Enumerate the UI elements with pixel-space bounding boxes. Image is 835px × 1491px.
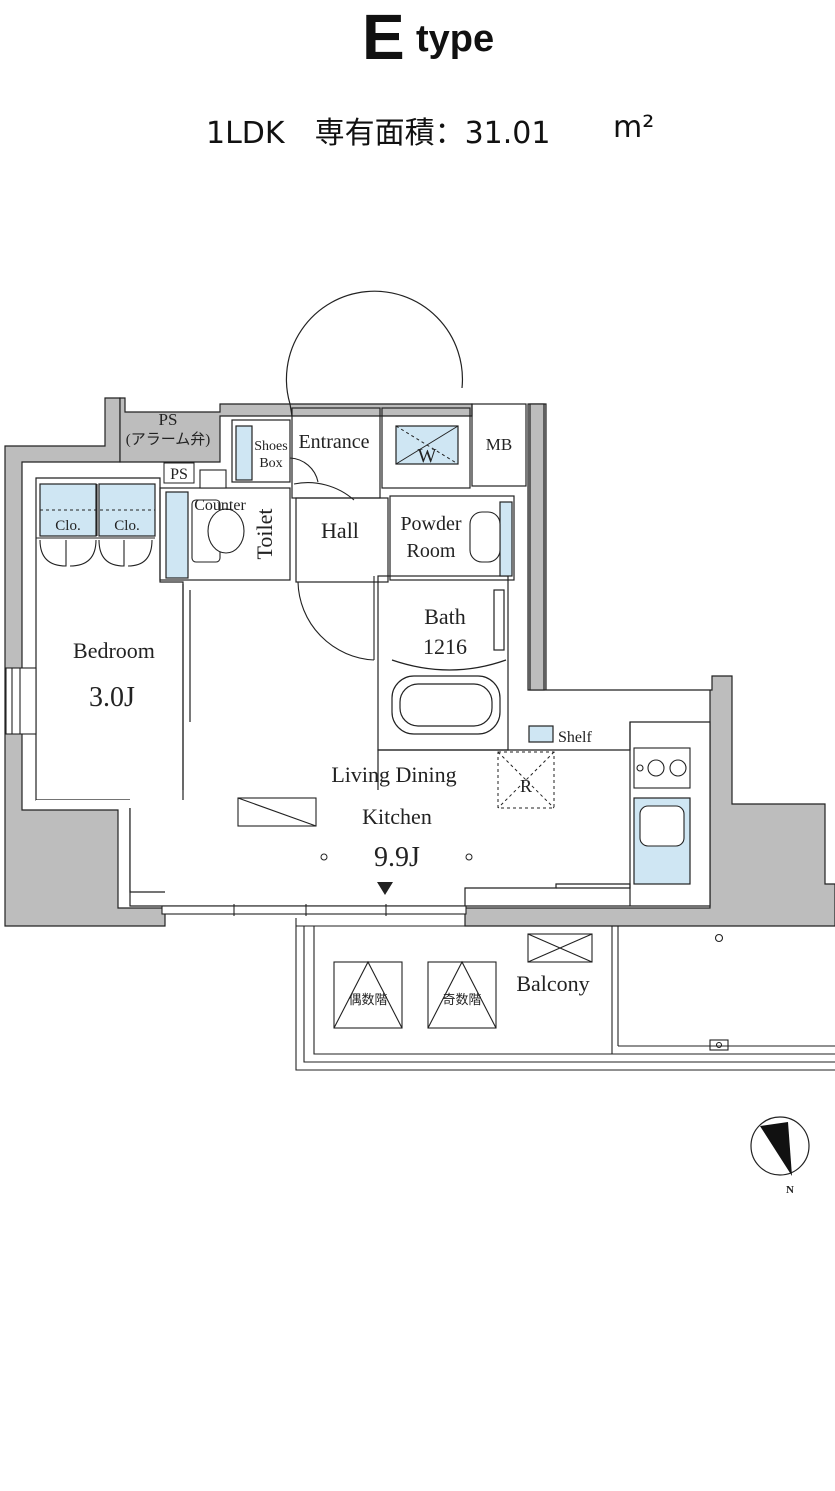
bath-size-label: 1216: [423, 634, 467, 659]
toilet-label: Toilet: [252, 508, 277, 559]
ps-top-label: PS: [159, 410, 178, 429]
mb-label: MB: [486, 435, 512, 454]
evacuation-hatch-even: [333, 960, 403, 1029]
ldk-size-label: 9.9J: [374, 842, 420, 873]
bedroom-window: [5, 667, 37, 735]
entry-arrow: [377, 882, 393, 895]
entrance-label: Entrance: [298, 431, 369, 453]
closet-1-label: Clo.: [55, 518, 80, 534]
sash-window: [161, 904, 467, 916]
shoes-box-label-1: Shoes: [254, 439, 287, 454]
area-label: 専有面積：: [314, 116, 465, 151]
room-labels: PS (アラーム弁) PS Shoes Box Entrance W MB Co…: [55, 410, 592, 1007]
shelf-box: [528, 725, 554, 743]
ldk-label-1: Living Dining: [331, 762, 456, 787]
counter-label: Counter: [194, 497, 246, 514]
hall-label: Hall: [321, 518, 359, 543]
layout-label: 1LDK: [206, 116, 285, 151]
powder-room-label-1: Powder: [400, 513, 461, 535]
bath-label: Bath: [424, 604, 466, 629]
compass-icon: N: [750, 1116, 810, 1196]
ldk-label-2: Kitchen: [362, 804, 432, 829]
kitchen-sink: [639, 805, 685, 847]
shoes-box: [235, 425, 253, 481]
area-value: 31.01: [464, 116, 551, 151]
plan-type-word: type: [416, 18, 495, 60]
refrigerator-box: [497, 751, 555, 809]
area-unit: m²: [613, 110, 655, 145]
hatch-odd-label: 奇数階: [442, 992, 481, 1007]
balcony: [295, 918, 835, 1071]
washer-label: W: [418, 445, 437, 467]
balcony-label: Balcony: [516, 971, 589, 996]
powder-room-label-2: Room: [407, 540, 456, 562]
hatch-even-label: 偶数階: [348, 992, 387, 1007]
ceiling-light-right: [465, 853, 473, 861]
ps-small-label: PS: [170, 466, 188, 483]
ceiling-hatch: [237, 797, 317, 827]
closet-1-shelf: [39, 483, 97, 537]
plan-subtitle: 1LDK 専有面積：31.01: [206, 108, 550, 152]
entrance-door: [285, 290, 464, 417]
compass-n-label: N: [786, 1184, 794, 1196]
stove: [633, 747, 691, 789]
refrigerator-label: R: [520, 776, 532, 796]
ps-top-note: (アラーム弁): [126, 431, 211, 448]
toilet-strip: [165, 491, 189, 579]
interior-doors: [289, 457, 375, 661]
closet-doors: [36, 484, 155, 567]
bedroom-label: Bedroom: [73, 638, 155, 663]
bathtub: [391, 589, 507, 735]
powder-sink-strip: [499, 501, 513, 577]
partitions: [129, 403, 631, 893]
bedroom-size-label: 3.0J: [89, 682, 135, 713]
closet-2-label: Clo.: [114, 518, 139, 534]
ceiling-light-left: [320, 853, 328, 861]
basin-fixture: [469, 511, 501, 563]
plan-type-letter: E: [362, 1, 405, 73]
toilet-fixture: [191, 469, 245, 563]
shelf-label: Shelf: [558, 729, 592, 746]
evacuation-hatch-odd: [427, 960, 497, 1029]
shoes-box-label-2: Box: [259, 456, 282, 471]
washer-x: [395, 425, 459, 465]
